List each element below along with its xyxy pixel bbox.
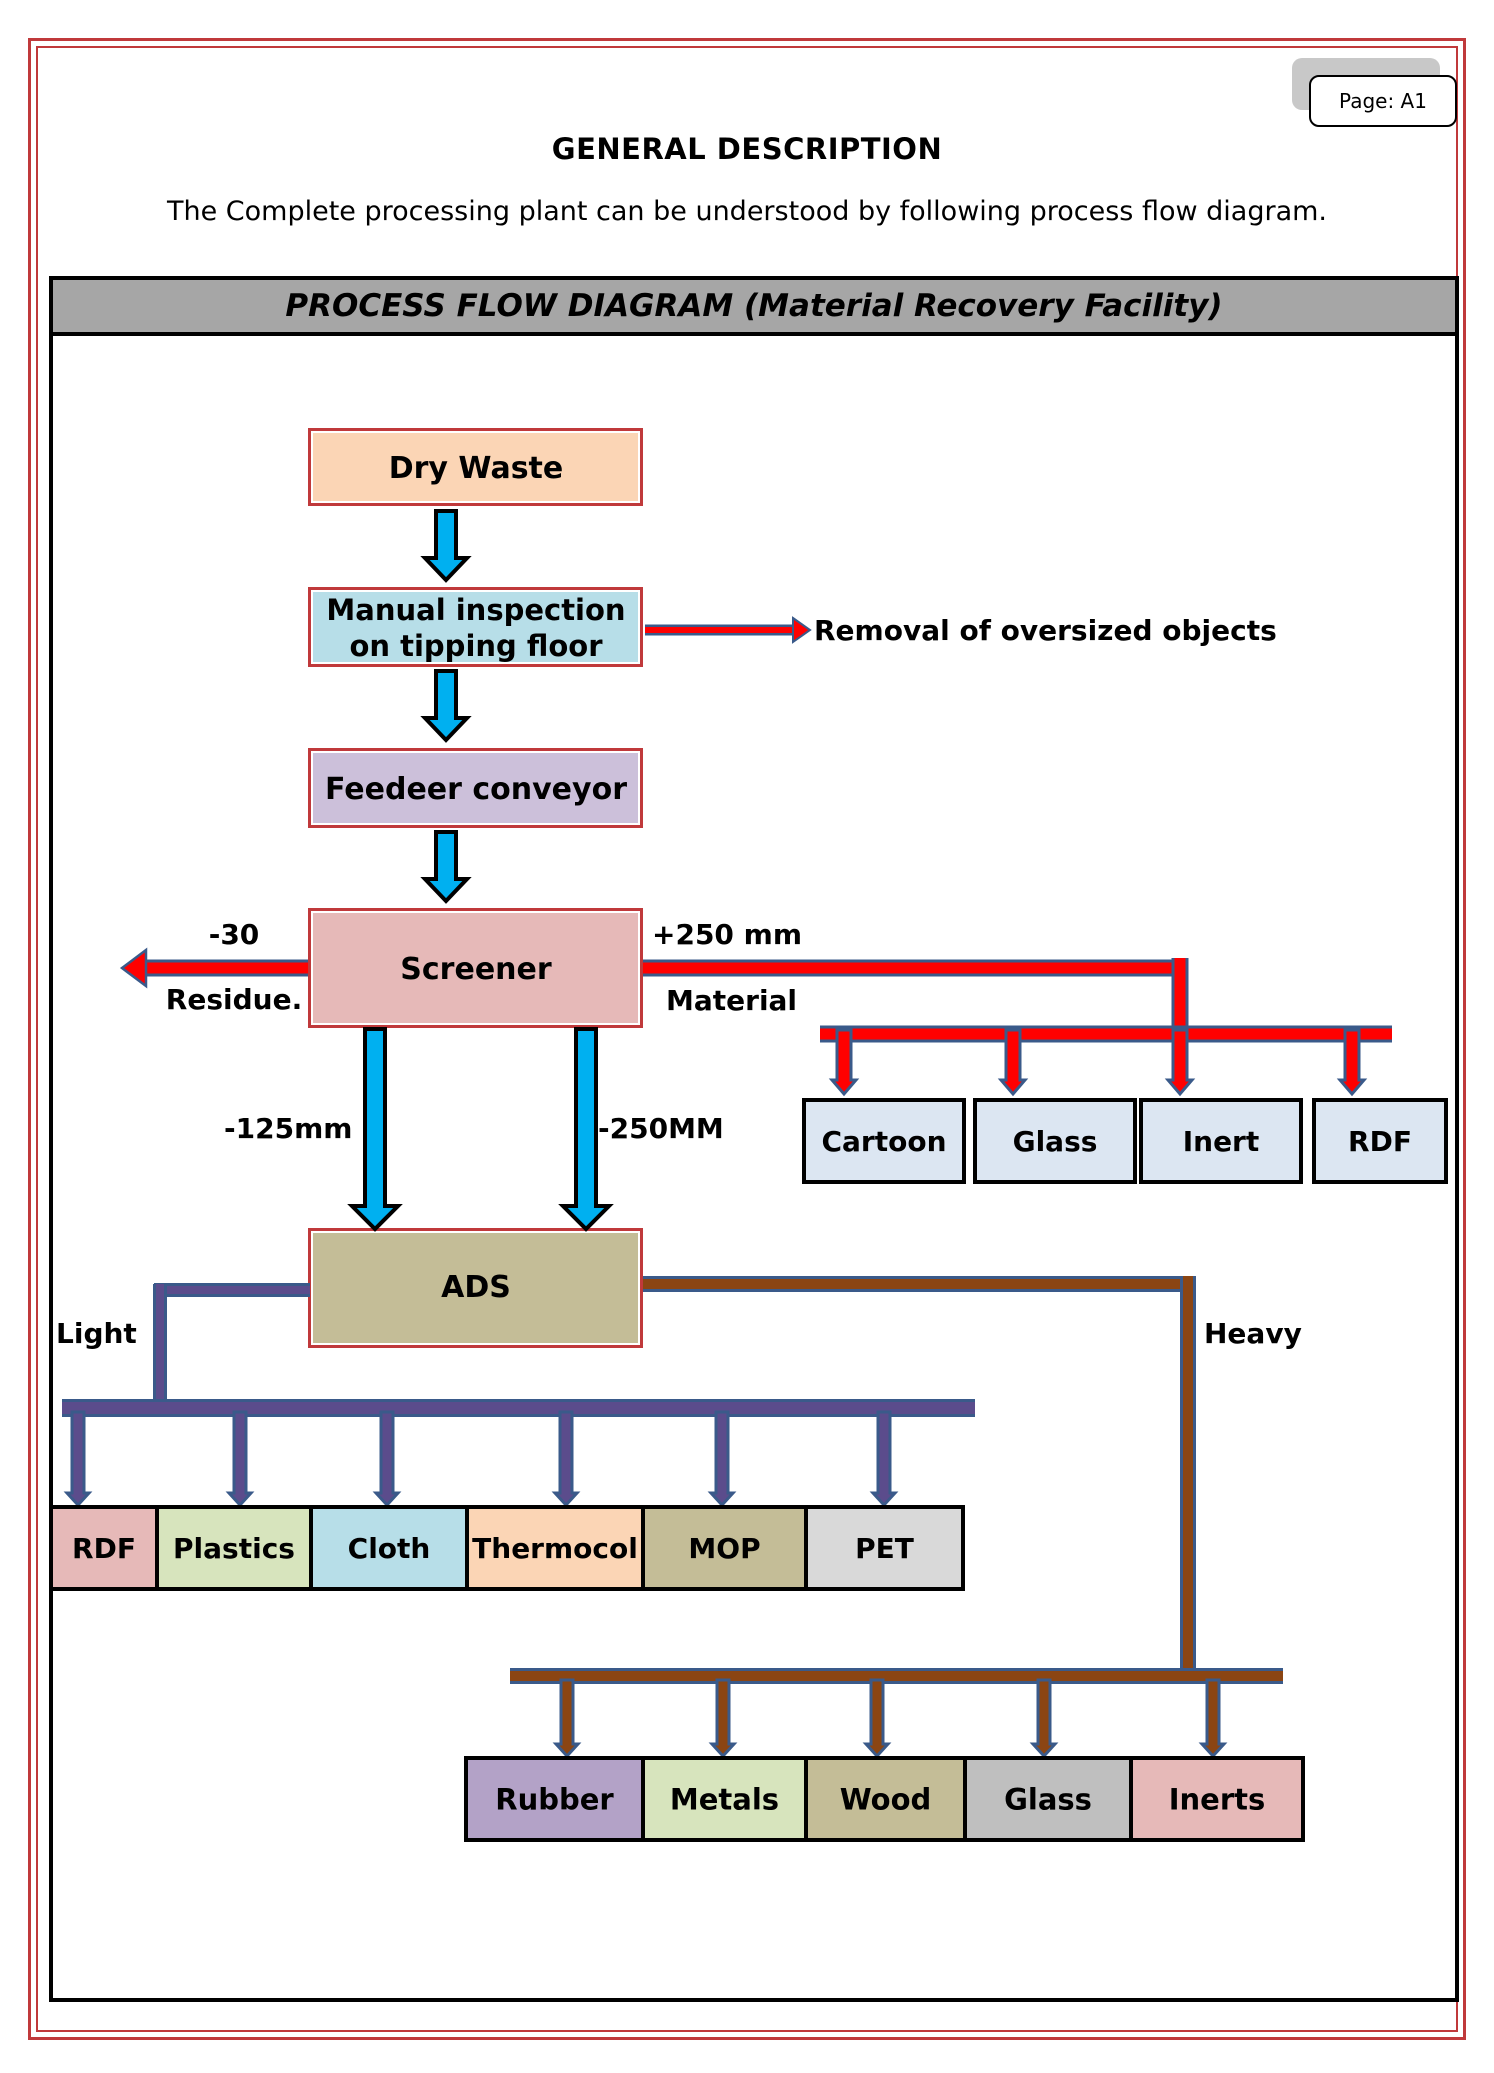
screener-output-rdf-label: RDF xyxy=(1348,1125,1412,1158)
screener-output-inert-label: Inert xyxy=(1183,1125,1260,1158)
heavy-output-glass-label: Glass xyxy=(1004,1782,1092,1816)
node-ads: ADS xyxy=(308,1228,643,1348)
red-drop-arrow-3 xyxy=(1164,1028,1196,1097)
light-drop-arrows xyxy=(63,1410,899,1508)
heavy-output-wood-label: Wood xyxy=(840,1782,932,1816)
heavy-output-glass-box: Glass xyxy=(963,1756,1133,1842)
label-material: Material xyxy=(666,984,797,1017)
diagram-title: PROCESS FLOW DIAGRAM (Material Recovery … xyxy=(53,280,1455,336)
heavy-output-rubber-box: Rubber xyxy=(464,1756,645,1842)
intro-text: The Complete processing plant can be und… xyxy=(166,196,1327,227)
node-feeder-label: Feedeer conveyor xyxy=(325,772,627,807)
heavy-output-boxes: Rubber Metals Wood Glass Inerts xyxy=(464,1756,1305,1842)
light-drop-arrow-5 xyxy=(707,1410,737,1508)
node-manual-inspection: Manual inspection on tipping floor xyxy=(308,587,643,667)
light-output-plastics-label: Plastics xyxy=(173,1532,295,1565)
light-output-cloth-label: Cloth xyxy=(348,1532,431,1565)
label-minus250: -250MM xyxy=(598,1112,724,1145)
label-residue: Residue. xyxy=(166,983,302,1016)
heavy-drop-arrow-3 xyxy=(862,1678,892,1759)
light-output-pet-label: PET xyxy=(855,1532,914,1565)
node-feeder-conveyor: Feedeer conveyor xyxy=(308,748,643,828)
arrow-screener-to-ads-250 xyxy=(558,1027,614,1232)
node-dry-waste-label: Dry Waste xyxy=(389,451,564,486)
label-minus125: -125mm xyxy=(224,1112,352,1145)
heavy-drop-arrows xyxy=(552,1678,1228,1759)
light-drop-arrow-2 xyxy=(225,1410,255,1508)
arrow-inspection-to-feeder xyxy=(420,669,472,743)
heavy-drop-arrow-1 xyxy=(552,1678,582,1759)
light-output-cloth-box: Cloth xyxy=(309,1505,469,1591)
light-drop-arrow-1 xyxy=(63,1410,93,1508)
light-output-boxes: RDF Plastics Cloth Thermocol MOP PET xyxy=(49,1505,965,1591)
node-manual-inspection-line1: Manual inspection xyxy=(326,593,625,627)
red-drop-arrow-1 xyxy=(828,1028,860,1097)
light-output-pet-box: PET xyxy=(804,1505,965,1591)
heavy-drop-arrow-5 xyxy=(1198,1678,1228,1759)
label-heavy: Heavy xyxy=(1204,1317,1302,1350)
light-output-plastics-box: Plastics xyxy=(155,1505,313,1591)
label-minus30: -30 xyxy=(209,918,260,951)
arrow-residue xyxy=(119,947,308,989)
page-heading: GENERAL DESCRIPTION xyxy=(551,132,943,166)
heavy-output-rubber-label: Rubber xyxy=(495,1782,614,1816)
node-dry-waste: Dry Waste xyxy=(308,428,643,506)
page-label: Page: A1 xyxy=(1309,75,1457,127)
light-output-rdf-label: RDF xyxy=(72,1532,136,1565)
red-drop-arrow-4 xyxy=(1336,1028,1368,1097)
light-distribution-network xyxy=(62,1283,975,1417)
screener-output-glass-label: Glass xyxy=(1013,1125,1098,1158)
light-output-thermocol-box: Thermocol xyxy=(465,1505,645,1591)
label-oversized-removal: Removal of oversized objects xyxy=(814,614,1277,647)
node-ads-label: ADS xyxy=(441,1270,511,1305)
light-output-thermocol-label: Thermocol xyxy=(472,1532,638,1565)
page-border-outer xyxy=(28,38,1466,2040)
light-drop-arrow-3 xyxy=(372,1410,402,1508)
screener-output-glass-box: Glass xyxy=(973,1098,1137,1184)
arrow-feeder-to-screener xyxy=(420,830,472,904)
label-light: Light xyxy=(56,1317,137,1350)
arrow-oversized-removal xyxy=(645,616,812,644)
red-distribution-network xyxy=(643,958,1392,1043)
heavy-output-inerts-box: Inerts xyxy=(1129,1756,1305,1842)
light-drop-arrow-4 xyxy=(551,1410,581,1508)
arrow-screener-to-ads-125 xyxy=(347,1027,403,1232)
screener-output-rdf-box: RDF xyxy=(1312,1098,1448,1184)
heavy-distribution-network xyxy=(510,1276,1283,1684)
heavy-output-wood-box: Wood xyxy=(804,1756,967,1842)
screener-output-inert-box: Inert xyxy=(1139,1098,1303,1184)
node-screener-label: Screener xyxy=(400,952,552,987)
diagram-frame xyxy=(49,276,1459,2002)
node-screener: Screener xyxy=(308,908,643,1028)
heavy-output-inerts-label: Inerts xyxy=(1169,1782,1266,1816)
heavy-drop-arrow-4 xyxy=(1029,1678,1059,1759)
light-output-rdf-box: RDF xyxy=(49,1505,159,1591)
arrow-drywaste-to-inspection xyxy=(420,509,472,583)
screener-output-boxes: Cartoon Glass Inert RDF xyxy=(802,1098,1448,1184)
light-output-mop-box: MOP xyxy=(641,1505,808,1591)
heavy-output-metals-label: Metals xyxy=(670,1782,779,1816)
screener-output-cartoon-label: Cartoon xyxy=(821,1125,946,1158)
light-drop-arrow-6 xyxy=(869,1410,899,1508)
node-manual-inspection-line2: on tipping floor xyxy=(349,629,603,663)
light-output-mop-label: MOP xyxy=(688,1532,760,1565)
heavy-output-metals-box: Metals xyxy=(641,1756,808,1842)
red-drop-arrow-2 xyxy=(997,1028,1029,1097)
heavy-drop-arrow-2 xyxy=(708,1678,738,1759)
screener-output-cartoon-box: Cartoon xyxy=(802,1098,966,1184)
label-plus250: +250 mm xyxy=(652,918,802,951)
red-drop-arrows xyxy=(828,1028,1368,1097)
